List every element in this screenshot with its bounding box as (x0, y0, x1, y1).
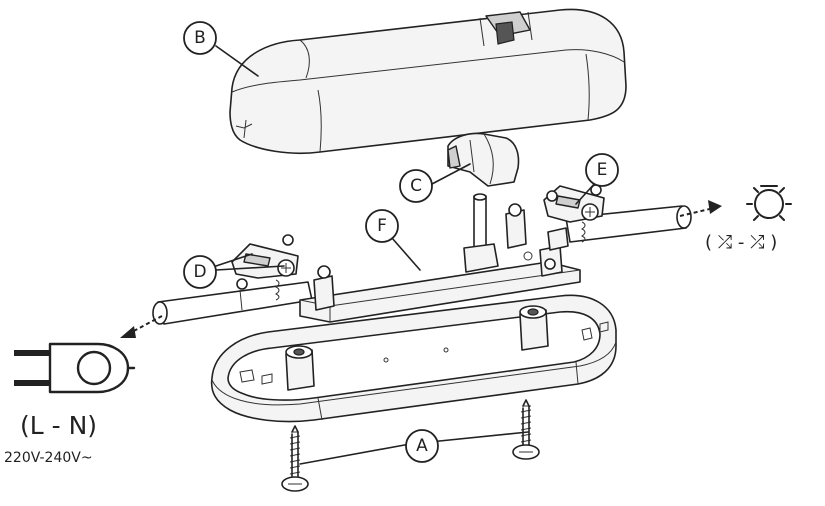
leader-f (391, 237, 421, 271)
callout-d: D (183, 255, 217, 289)
top-cover (229, 8, 627, 155)
callout-b-label: B (194, 28, 206, 48)
screw-right (512, 399, 540, 460)
callout-b: B (183, 21, 217, 55)
output-polarity-label: ( ⤮ - ⤮ ) (705, 232, 777, 253)
base-housing (210, 294, 617, 423)
leader-c (431, 163, 471, 185)
screw-left (281, 425, 309, 492)
output-arrow (679, 200, 722, 217)
callout-e: E (585, 153, 619, 187)
callout-a-label: A (416, 436, 428, 456)
slider-button (447, 132, 520, 187)
callout-c-label: C (410, 176, 422, 196)
input-cable (152, 281, 313, 325)
mains-plug-icon (14, 342, 136, 394)
input-voltage-label: 220V-240V~ (4, 450, 93, 466)
leader-e (575, 181, 597, 205)
input-polarity-label: (L - N) (20, 411, 97, 440)
callout-c: C (399, 169, 433, 203)
leader-b (215, 45, 259, 77)
callout-d-label: D (193, 262, 206, 282)
leader-d (215, 253, 285, 271)
cable-clamp-right (543, 184, 605, 243)
callout-f-label: F (377, 216, 387, 236)
cable-clamp-left (231, 234, 299, 301)
callout-a: A (405, 429, 439, 463)
input-arrow (120, 315, 163, 338)
fixing-screws (281, 399, 540, 492)
callout-e-label: E (597, 160, 608, 180)
switch-contact-plate (299, 193, 581, 323)
lamp-icon (746, 185, 792, 221)
callout-f: F (365, 209, 399, 243)
